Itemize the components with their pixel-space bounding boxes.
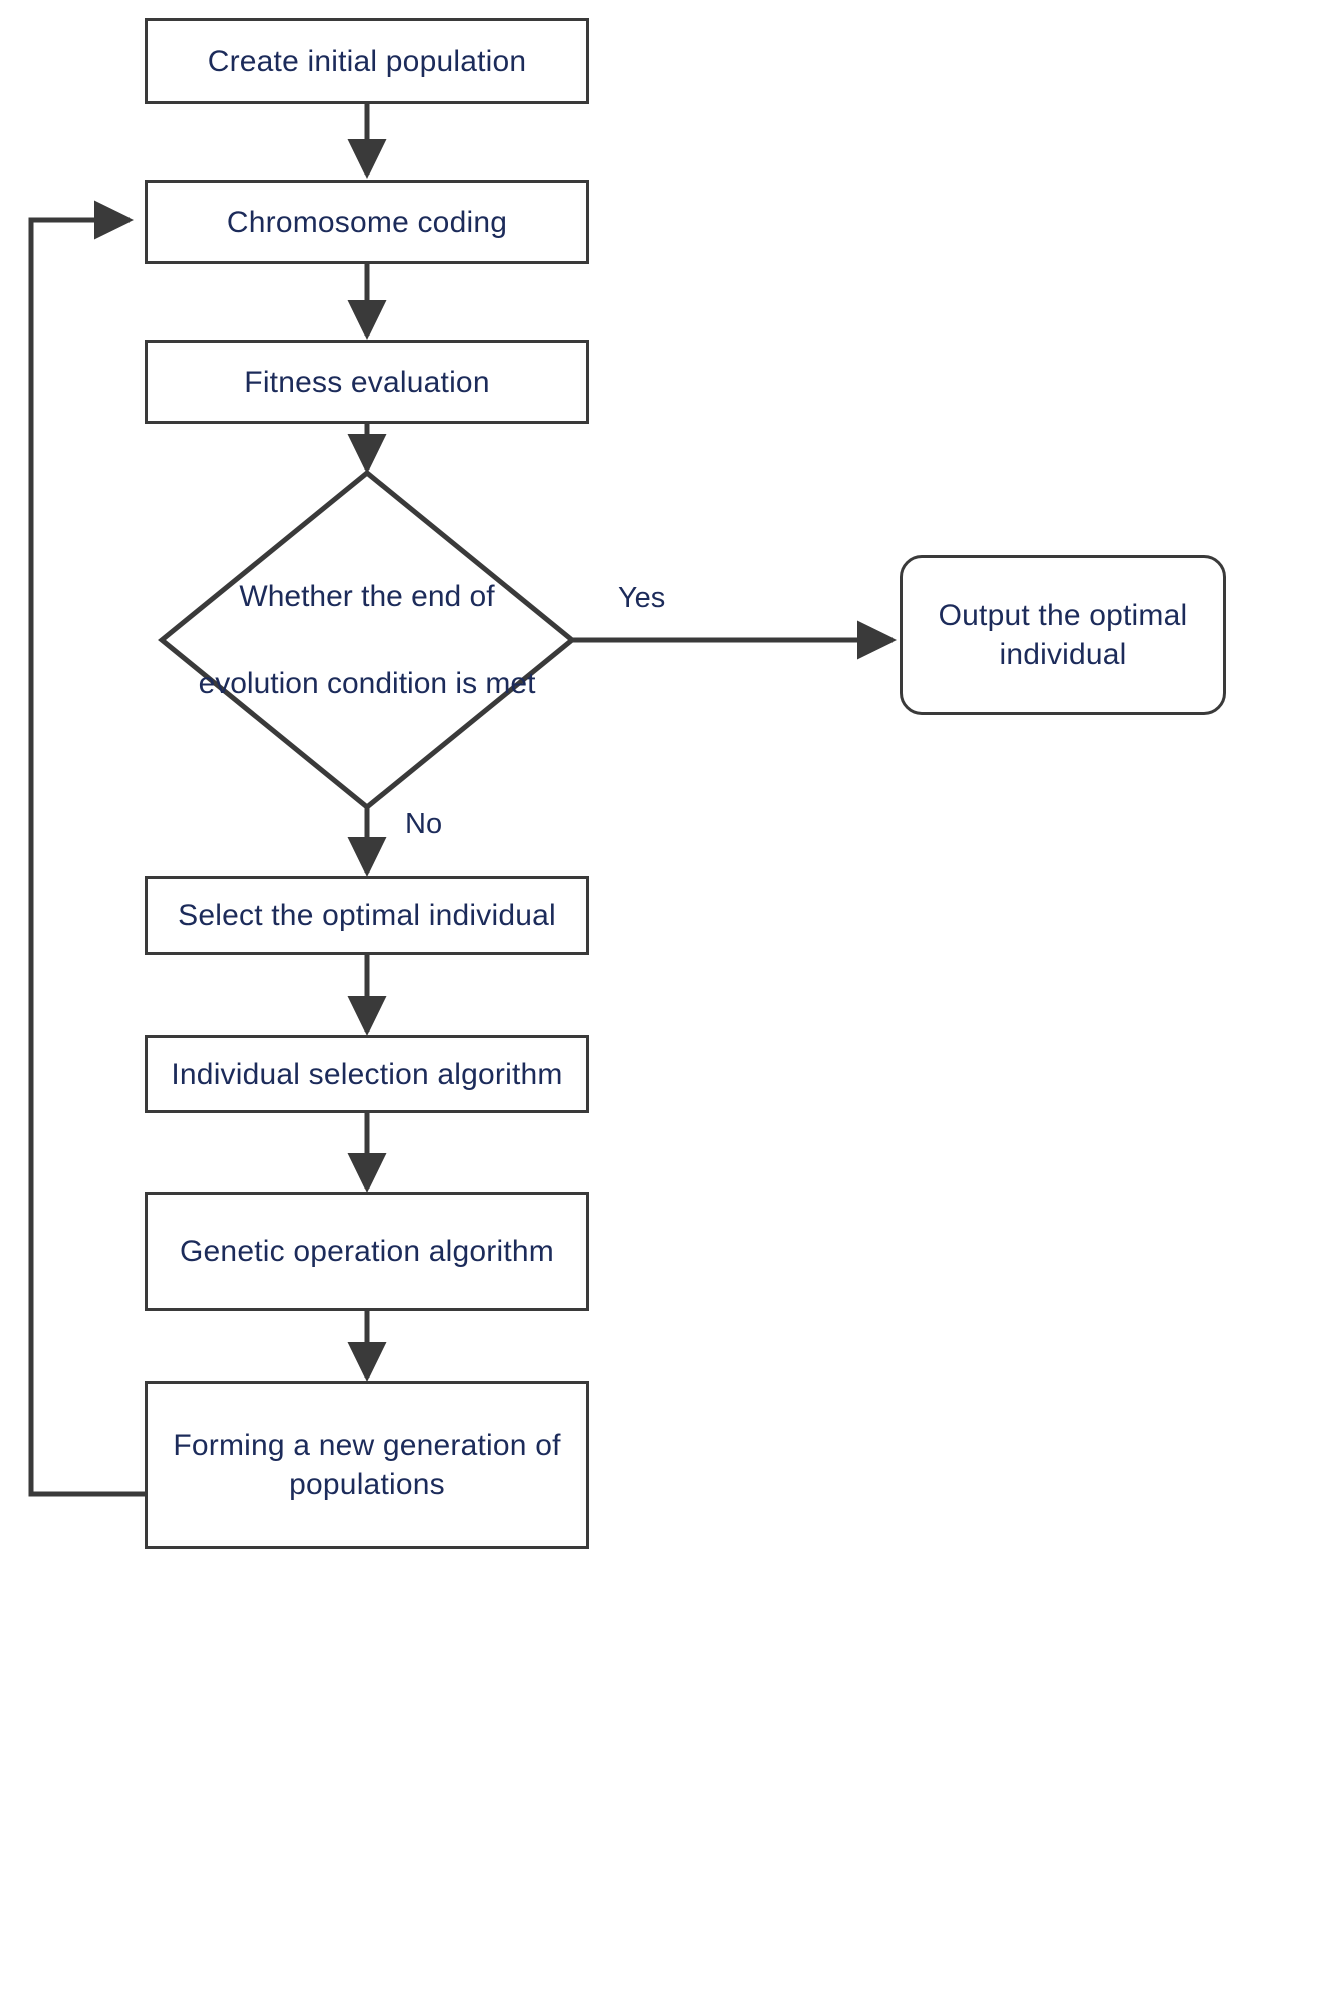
edge-label-no: No bbox=[405, 808, 442, 841]
node-fitness-evaluation[interactable]: Fitness evaluation bbox=[145, 340, 589, 424]
forming-label-line1: Forming a new generation of bbox=[173, 1429, 561, 1462]
node-label-output-optimal-individual: Output the optimal individual bbox=[939, 596, 1188, 674]
node-label-forming-new-generation: Forming a new generation of populations bbox=[173, 1426, 560, 1504]
output-label-line2: individual bbox=[999, 638, 1127, 671]
node-forming-new-generation[interactable]: Forming a new generation of populations bbox=[145, 1381, 589, 1549]
edge-label-yes: Yes bbox=[618, 582, 665, 615]
node-chromosome-coding[interactable]: Chromosome coding bbox=[145, 180, 589, 264]
node-label-fitness-evaluation: Fitness evaluation bbox=[244, 365, 490, 399]
node-label-select-optimal-individual: Select the optimal individual bbox=[178, 899, 556, 932]
edge-label-yes-text: Yes bbox=[618, 582, 666, 614]
node-label-genetic-operation-algorithm: Genetic operation algorithm bbox=[180, 1235, 554, 1268]
node-output-optimal-individual[interactable]: Output the optimal individual bbox=[900, 555, 1226, 715]
node-label-create-initial-population: Create initial population bbox=[207, 44, 527, 78]
node-end-condition-decision[interactable]: Whether the end of evolution condition i… bbox=[162, 473, 572, 807]
edge-feedback-loop bbox=[28, 200, 145, 1497]
node-create-initial-population[interactable]: Create initial population bbox=[145, 18, 589, 104]
forming-label-line2: populations bbox=[289, 1468, 445, 1501]
node-genetic-operation-algorithm[interactable]: Genetic operation algorithm bbox=[145, 1192, 589, 1311]
node-select-optimal-individual[interactable]: Select the optimal individual bbox=[145, 876, 589, 955]
decision-label-block: Whether the end of evolution condition i… bbox=[162, 473, 572, 807]
node-individual-selection-algorithm[interactable]: Individual selection algorithm bbox=[145, 1035, 589, 1113]
decision-label-line2: evolution condition is met bbox=[198, 666, 536, 700]
output-label-line1: Output the optimal bbox=[938, 599, 1188, 632]
decision-label-line1: Whether the end of bbox=[239, 579, 495, 613]
node-label-individual-selection-algorithm: Individual selection algorithm bbox=[171, 1057, 563, 1091]
edge-label-no-text: No bbox=[405, 808, 443, 840]
node-label-chromosome-coding: Chromosome coding bbox=[226, 205, 508, 239]
